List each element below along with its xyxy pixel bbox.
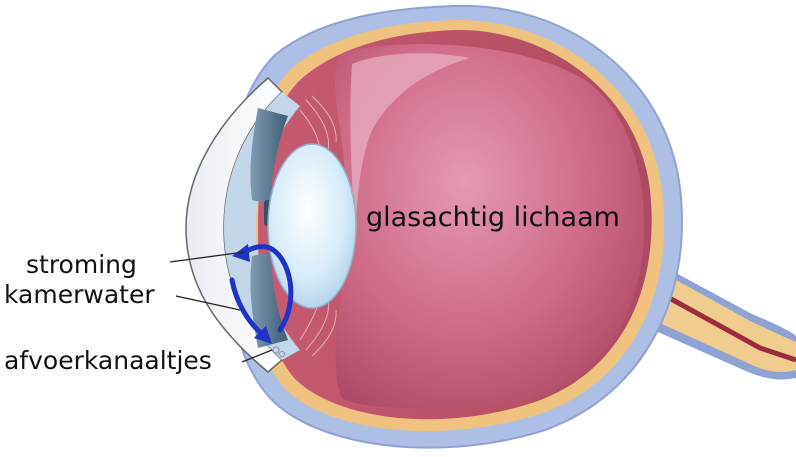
label-vitreous-body: glasachtig lichaam — [366, 204, 620, 231]
label-drainage-canals: afvoerkanaaltjes — [4, 348, 212, 373]
label-aqueous-flow-line1: stroming — [26, 252, 137, 277]
label-aqueous-flow-line2: kamerwater — [4, 282, 155, 307]
lens — [268, 144, 356, 308]
